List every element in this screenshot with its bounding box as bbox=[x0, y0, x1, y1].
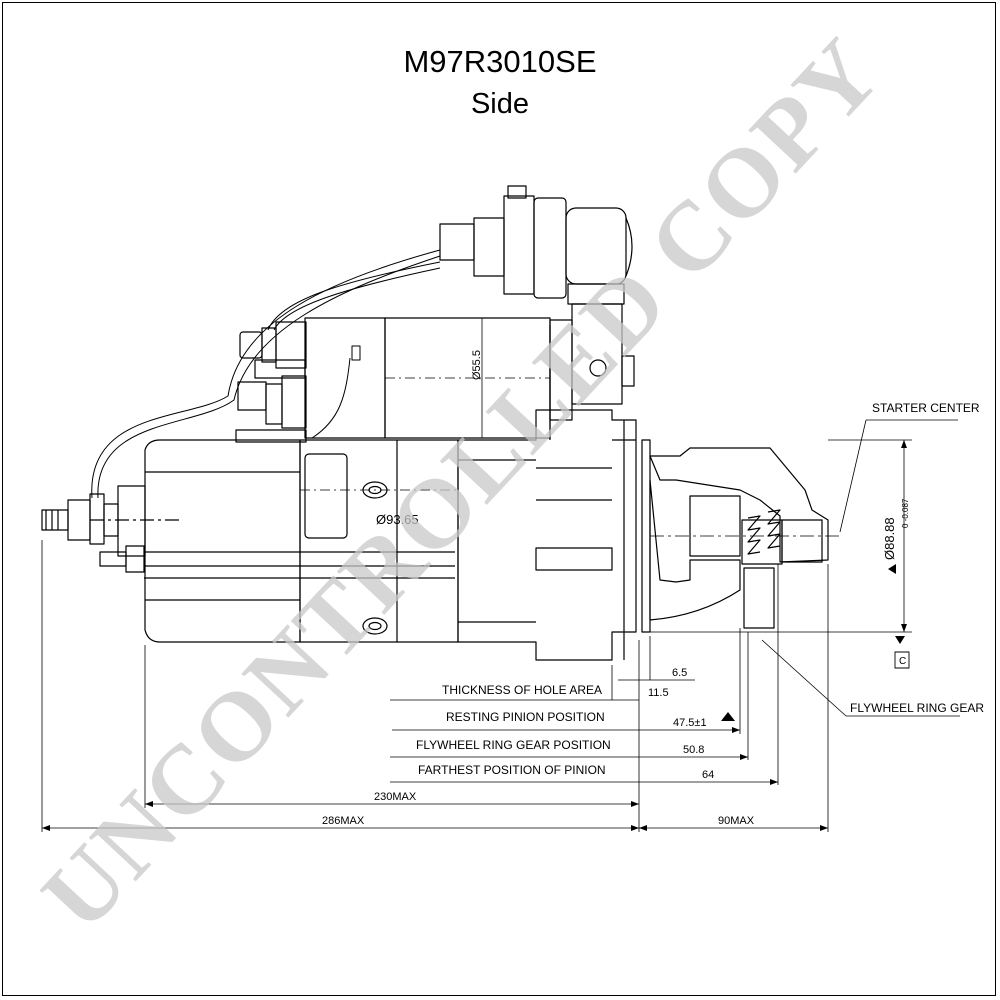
dim-90-max: 90MAX bbox=[718, 815, 755, 827]
flywheel-ring-gear-position-label: FLYWHEEL RING GEAR POSITION bbox=[416, 738, 611, 752]
starter-center-label: STARTER CENTER bbox=[872, 401, 980, 415]
datum-box bbox=[894, 651, 910, 669]
dim-230-max: 230MAX bbox=[374, 791, 417, 803]
solenoid-diameter: Ø55.5 bbox=[471, 350, 483, 380]
dim-286-max: 286MAX bbox=[322, 815, 365, 827]
motor-diameter: Ø93.65 bbox=[376, 512, 419, 527]
dimension-lines bbox=[41, 419, 960, 832]
motor-frame bbox=[299, 439, 459, 643]
arrowheads bbox=[42, 440, 907, 831]
pinion-assembly bbox=[641, 439, 840, 633]
pilot-diameter: Ø88.88 bbox=[882, 517, 897, 560]
dim-11-5: 11.5 bbox=[648, 687, 669, 699]
flywheel-ring-gear-label: FLYWHEEL RING GEAR bbox=[850, 701, 984, 715]
dim-50-8: 50.8 bbox=[683, 744, 704, 756]
resting-pinion-position-label: RESTING PINION POSITION bbox=[446, 710, 605, 724]
wire-harness bbox=[91, 249, 441, 499]
drawing-title: M97R3010SE bbox=[403, 44, 597, 79]
terminal-stud bbox=[41, 493, 180, 545]
dim-6-5: 6.5 bbox=[672, 667, 687, 679]
connector-block bbox=[439, 185, 635, 405]
drive-housing bbox=[457, 409, 637, 661]
dim-64: 64 bbox=[702, 769, 714, 781]
farthest-position-of-pinion-label: FARTHEST POSITION OF PINION bbox=[418, 763, 606, 777]
datum-label: C bbox=[899, 656, 906, 667]
drawing-subtitle: Side bbox=[470, 88, 530, 120]
pilot-tolerance: 0 -0.087 bbox=[901, 498, 910, 528]
uncontrolled-copy-watermark: UNCONTROLLED COPY bbox=[22, 18, 902, 951]
dim-47-5: 47.5±1 bbox=[673, 717, 707, 729]
thickness-of-hole-area-label: THICKNESS OF HOLE AREA bbox=[442, 683, 602, 697]
